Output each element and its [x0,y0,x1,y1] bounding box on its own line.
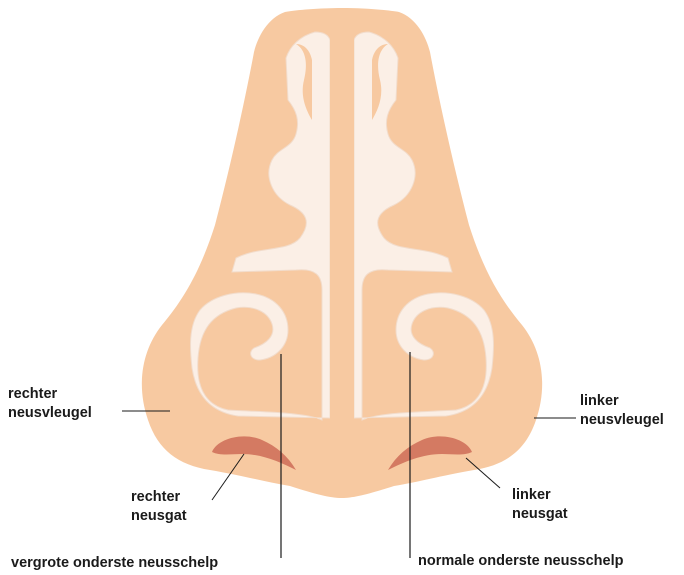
label-vergrote-onderste-neusschelp: vergrote onderste neusschelp [11,554,218,573]
nasal-septum [330,30,354,422]
label-rechter-neusgat-line2: neusgat [131,507,187,526]
label-rechter-neusgat-line1: rechter [131,488,187,507]
label-normale-onderste-neusschelp: normale onderste neusschelp [418,552,623,571]
label-linker-neusvleugel: linker neusvleugel [580,392,664,430]
label-linker-neusvleugel-line2: neusvleugel [580,411,664,430]
label-linker-neusgat: linker neusgat [512,486,568,524]
label-linker-neusgat-line2: neusgat [512,505,568,524]
label-linker-neusgat-line1: linker [512,486,568,505]
label-rechter-neusgat: rechter neusgat [131,488,187,526]
label-rechter-neusvleugel-line2: neusvleugel [8,404,92,423]
label-rechter-neusvleugel: rechter neusvleugel [8,385,92,423]
label-linker-neusvleugel-line1: linker [580,392,664,411]
label-rechter-neusvleugel-line1: rechter [8,385,92,404]
